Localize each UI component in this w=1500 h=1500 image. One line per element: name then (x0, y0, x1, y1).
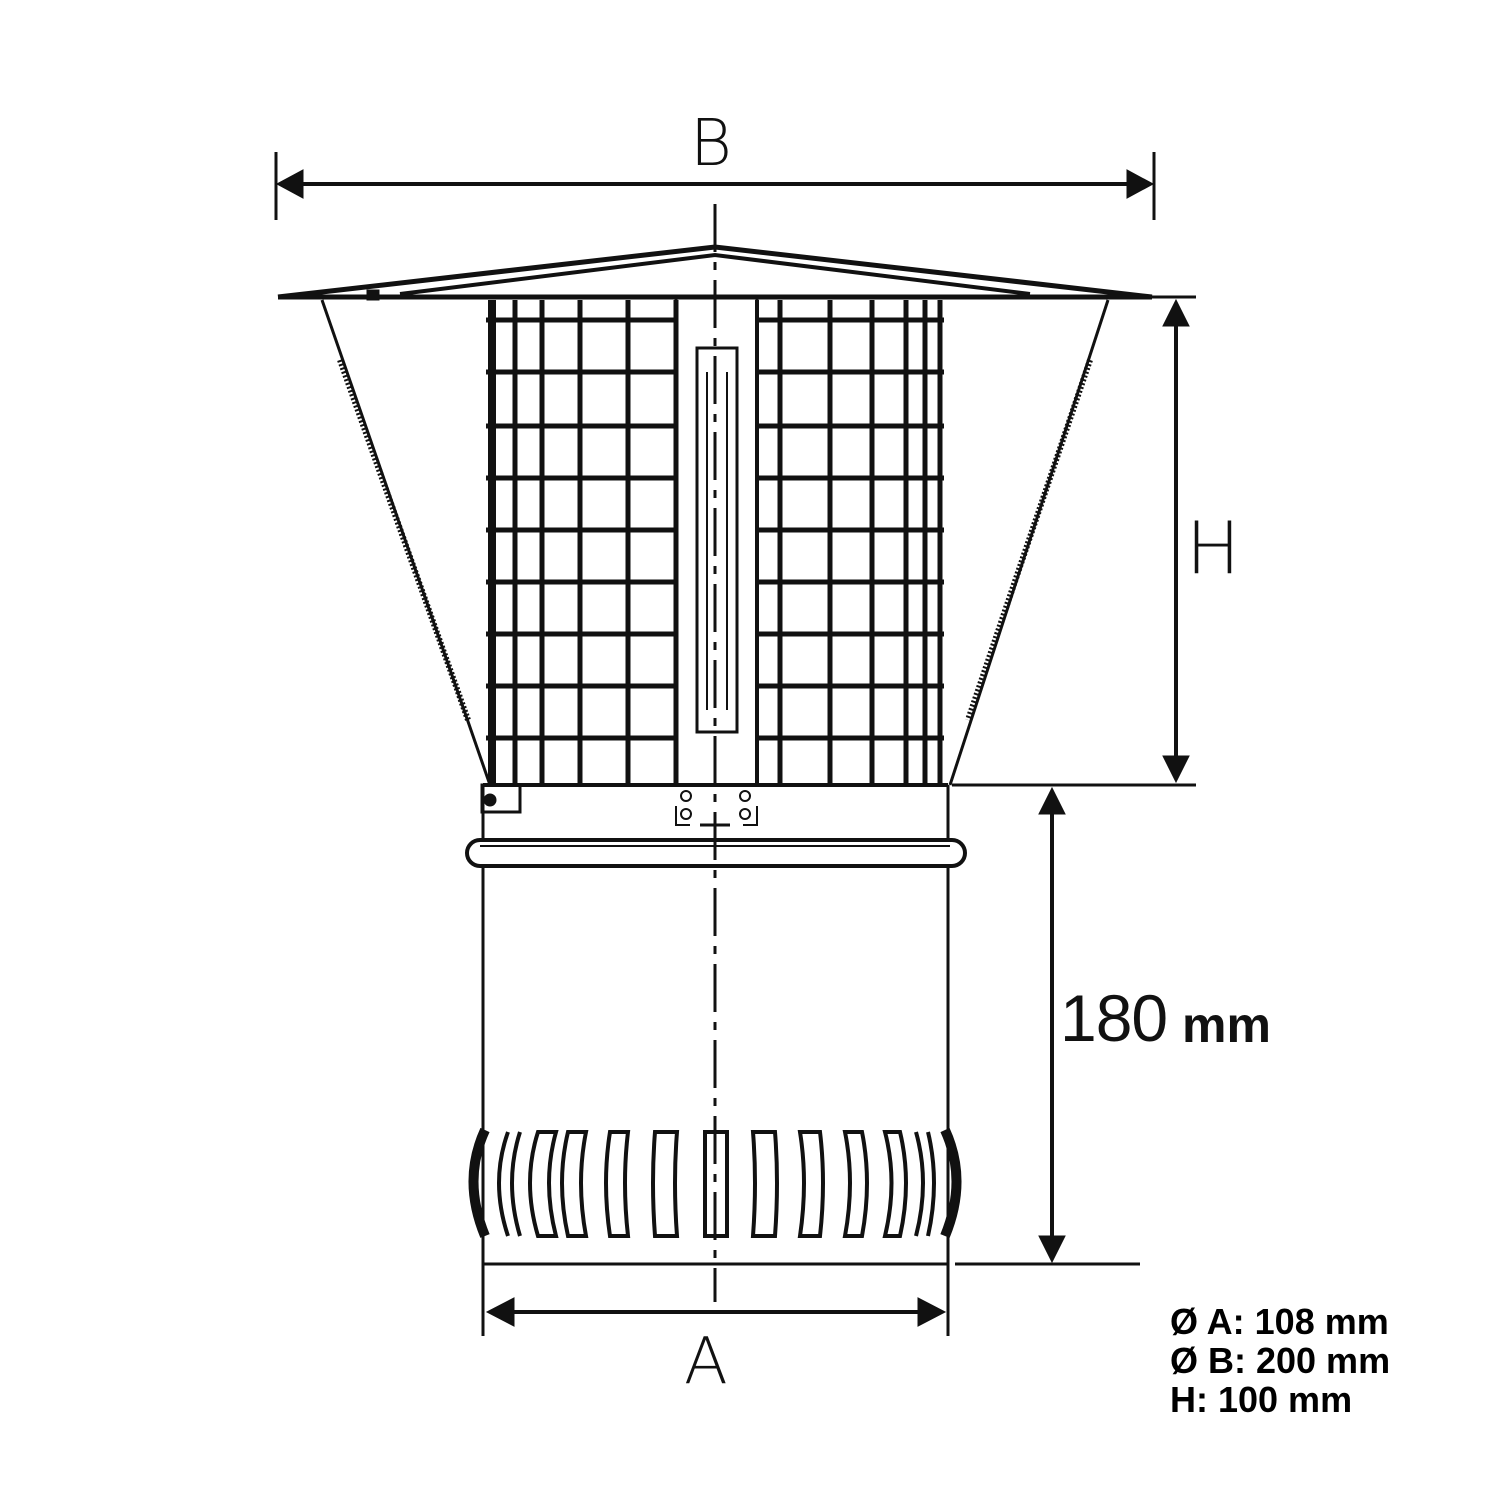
dimension-a (481, 1264, 950, 1336)
spigot-height-value: 180 (1060, 981, 1168, 1055)
dimension-a-label: A (684, 1325, 728, 1399)
spigot-height-unit: mm (1182, 997, 1271, 1053)
dimension-spigot-height (955, 786, 1140, 1266)
spec-diameter-a: Ø A: 108 mm (1170, 1301, 1389, 1342)
dimension-b (274, 152, 1156, 220)
spigot-pipe (481, 866, 950, 1266)
mesh-cage (486, 294, 944, 787)
spec-height-h: H: 100 mm (1170, 1379, 1353, 1420)
collar-band (465, 783, 967, 868)
specification-list: Ø A: 108 mm Ø B: 200 mm H: 100 mm (1170, 1302, 1390, 1419)
dimension-h-label: H (1186, 506, 1241, 590)
spec-diameter-b: Ø B: 200 mm (1170, 1340, 1391, 1381)
louvre-slots (468, 1127, 962, 1238)
hood-skirt (320, 299, 1110, 786)
dimension-h (952, 295, 1196, 787)
dimension-b-label: B (690, 107, 732, 181)
